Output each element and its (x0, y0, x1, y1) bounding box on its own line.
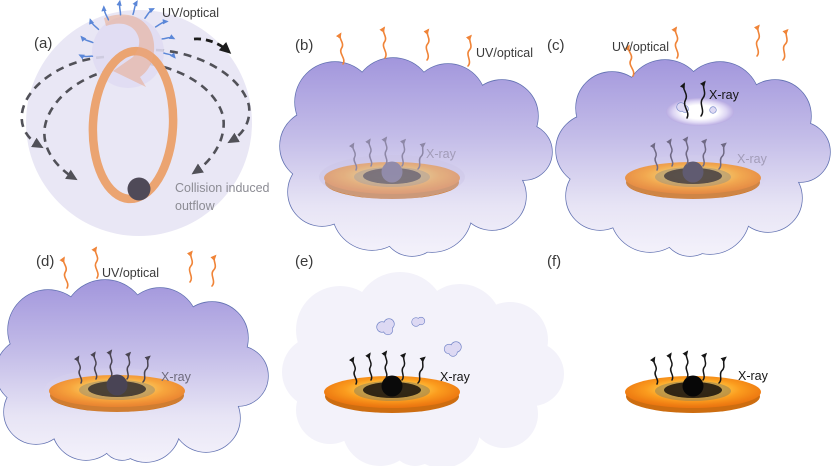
black-hole (682, 161, 704, 183)
uv-optical-label: UV/optical (476, 46, 533, 60)
xray-arrows (73, 349, 151, 384)
uv-optical-label: UV/optical (162, 6, 219, 20)
black-hole (381, 375, 403, 397)
uv-photon-arrows (78, 0, 176, 60)
black-hole (127, 177, 151, 201)
panel-a: (a) UV/optical Collision induced outflow (20, 0, 270, 236)
uv-optical-arrows (59, 246, 217, 289)
black-hole (106, 374, 128, 396)
panel-label-b: (b) (295, 37, 313, 54)
panel-d: (d) UV/optical X-ray (0, 246, 269, 463)
xray-label: X-ray (738, 369, 769, 383)
xray-arrows (348, 136, 426, 171)
xray-disk-label: X-ray (737, 152, 768, 166)
collision-outflow-label-line2: outflow (175, 199, 216, 213)
xray-arrows (649, 136, 727, 171)
outflow-black-arrow (193, 37, 232, 54)
panel-label-e: (e) (295, 253, 313, 270)
uv-optical-arrows (624, 24, 789, 77)
accretion-disk (324, 375, 460, 413)
xray-arrows (348, 350, 426, 385)
panel-b: (b) UV/optical X-ray (279, 26, 553, 257)
panel-label-f: (f) (547, 253, 561, 270)
panel-label-a: (a) (34, 35, 52, 52)
xray-arrows (649, 350, 727, 385)
reprocessing-envelope (26, 10, 252, 236)
uv-optical-label: UV/optical (612, 40, 669, 54)
accretion-disk (625, 375, 761, 413)
collision-outflow-label-line1: Collision induced (175, 181, 270, 195)
uv-optical-arrows (335, 26, 472, 67)
panel-f: (f) X-ray (547, 253, 769, 413)
xray-label: X-ray (440, 370, 471, 384)
black-hole (381, 161, 403, 183)
xray-leak-label: X-ray (709, 88, 740, 102)
xray-label: X-ray (161, 370, 192, 384)
xray-leak-arrows (679, 80, 706, 119)
panel-label-c: (c) (547, 37, 565, 54)
accretion-disk (319, 155, 465, 199)
panel-c: (c) UV/optical X-ray X-ray (547, 24, 831, 257)
xray-label: X-ray (426, 147, 457, 161)
panel-label-d: (d) (36, 253, 54, 270)
black-hole (682, 375, 704, 397)
stream-collision-fan-arrow (104, 14, 155, 88)
uv-optical-label: UV/optical (102, 266, 159, 280)
xray-cavity (666, 98, 734, 126)
collision-outflow-dashed-arrows (20, 37, 251, 181)
fading-envelope-cloud (282, 272, 564, 466)
panel-e: (e) X-ray (282, 253, 564, 466)
